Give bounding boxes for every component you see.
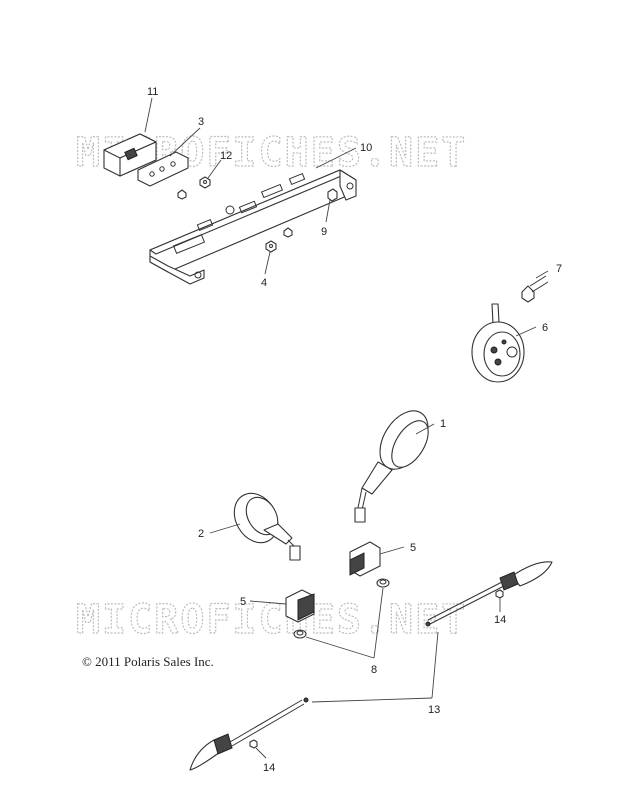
callout-1: 1 — [440, 418, 446, 430]
callout-14-left: 14 — [263, 762, 275, 774]
callout-13: 13 — [428, 704, 440, 716]
callout-5-lower: 5 — [240, 596, 246, 608]
callout-12: 12 — [220, 150, 232, 162]
screw-14-right — [495, 589, 504, 599]
horn — [471, 303, 525, 383]
callout-7: 7 — [556, 263, 562, 275]
mirror-mount-upper — [349, 541, 381, 577]
mirror-mount-lower — [285, 589, 315, 623]
mirror-nut-lower — [293, 629, 307, 639]
callout-14-right: 14 — [494, 614, 506, 626]
callout-5-upper: 5 — [410, 542, 416, 554]
callout-4: 4 — [261, 277, 267, 289]
callout-11: 11 — [147, 86, 158, 98]
turn-signal-left — [189, 697, 309, 771]
nut-12 — [199, 176, 211, 189]
callout-2: 2 — [198, 528, 204, 540]
copyright-notice: © 2011 Polaris Sales Inc. — [82, 654, 214, 669]
tail-light-housing — [103, 133, 157, 177]
horn-bolt — [521, 275, 549, 303]
callout-10: 10 — [360, 142, 372, 154]
nut-4b — [283, 227, 293, 238]
callout-8: 8 — [371, 664, 377, 676]
nut-4 — [265, 240, 277, 253]
callout-3: 3 — [198, 116, 204, 128]
light-gasket-plate — [137, 151, 189, 187]
turn-signal-right — [425, 561, 553, 627]
mirror-right — [354, 410, 429, 523]
license-bracket — [149, 169, 357, 285]
nut-small — [177, 189, 187, 200]
mirror-left — [233, 492, 301, 561]
mirror-nut-upper — [376, 578, 390, 588]
callout-9: 9 — [321, 226, 327, 238]
callout-6: 6 — [542, 322, 548, 334]
screw-9 — [327, 188, 338, 202]
watermark-bottom: MICROFICHES.NET — [76, 597, 467, 643]
screw-14-left — [249, 739, 258, 749]
leader-lines — [144, 97, 549, 759]
